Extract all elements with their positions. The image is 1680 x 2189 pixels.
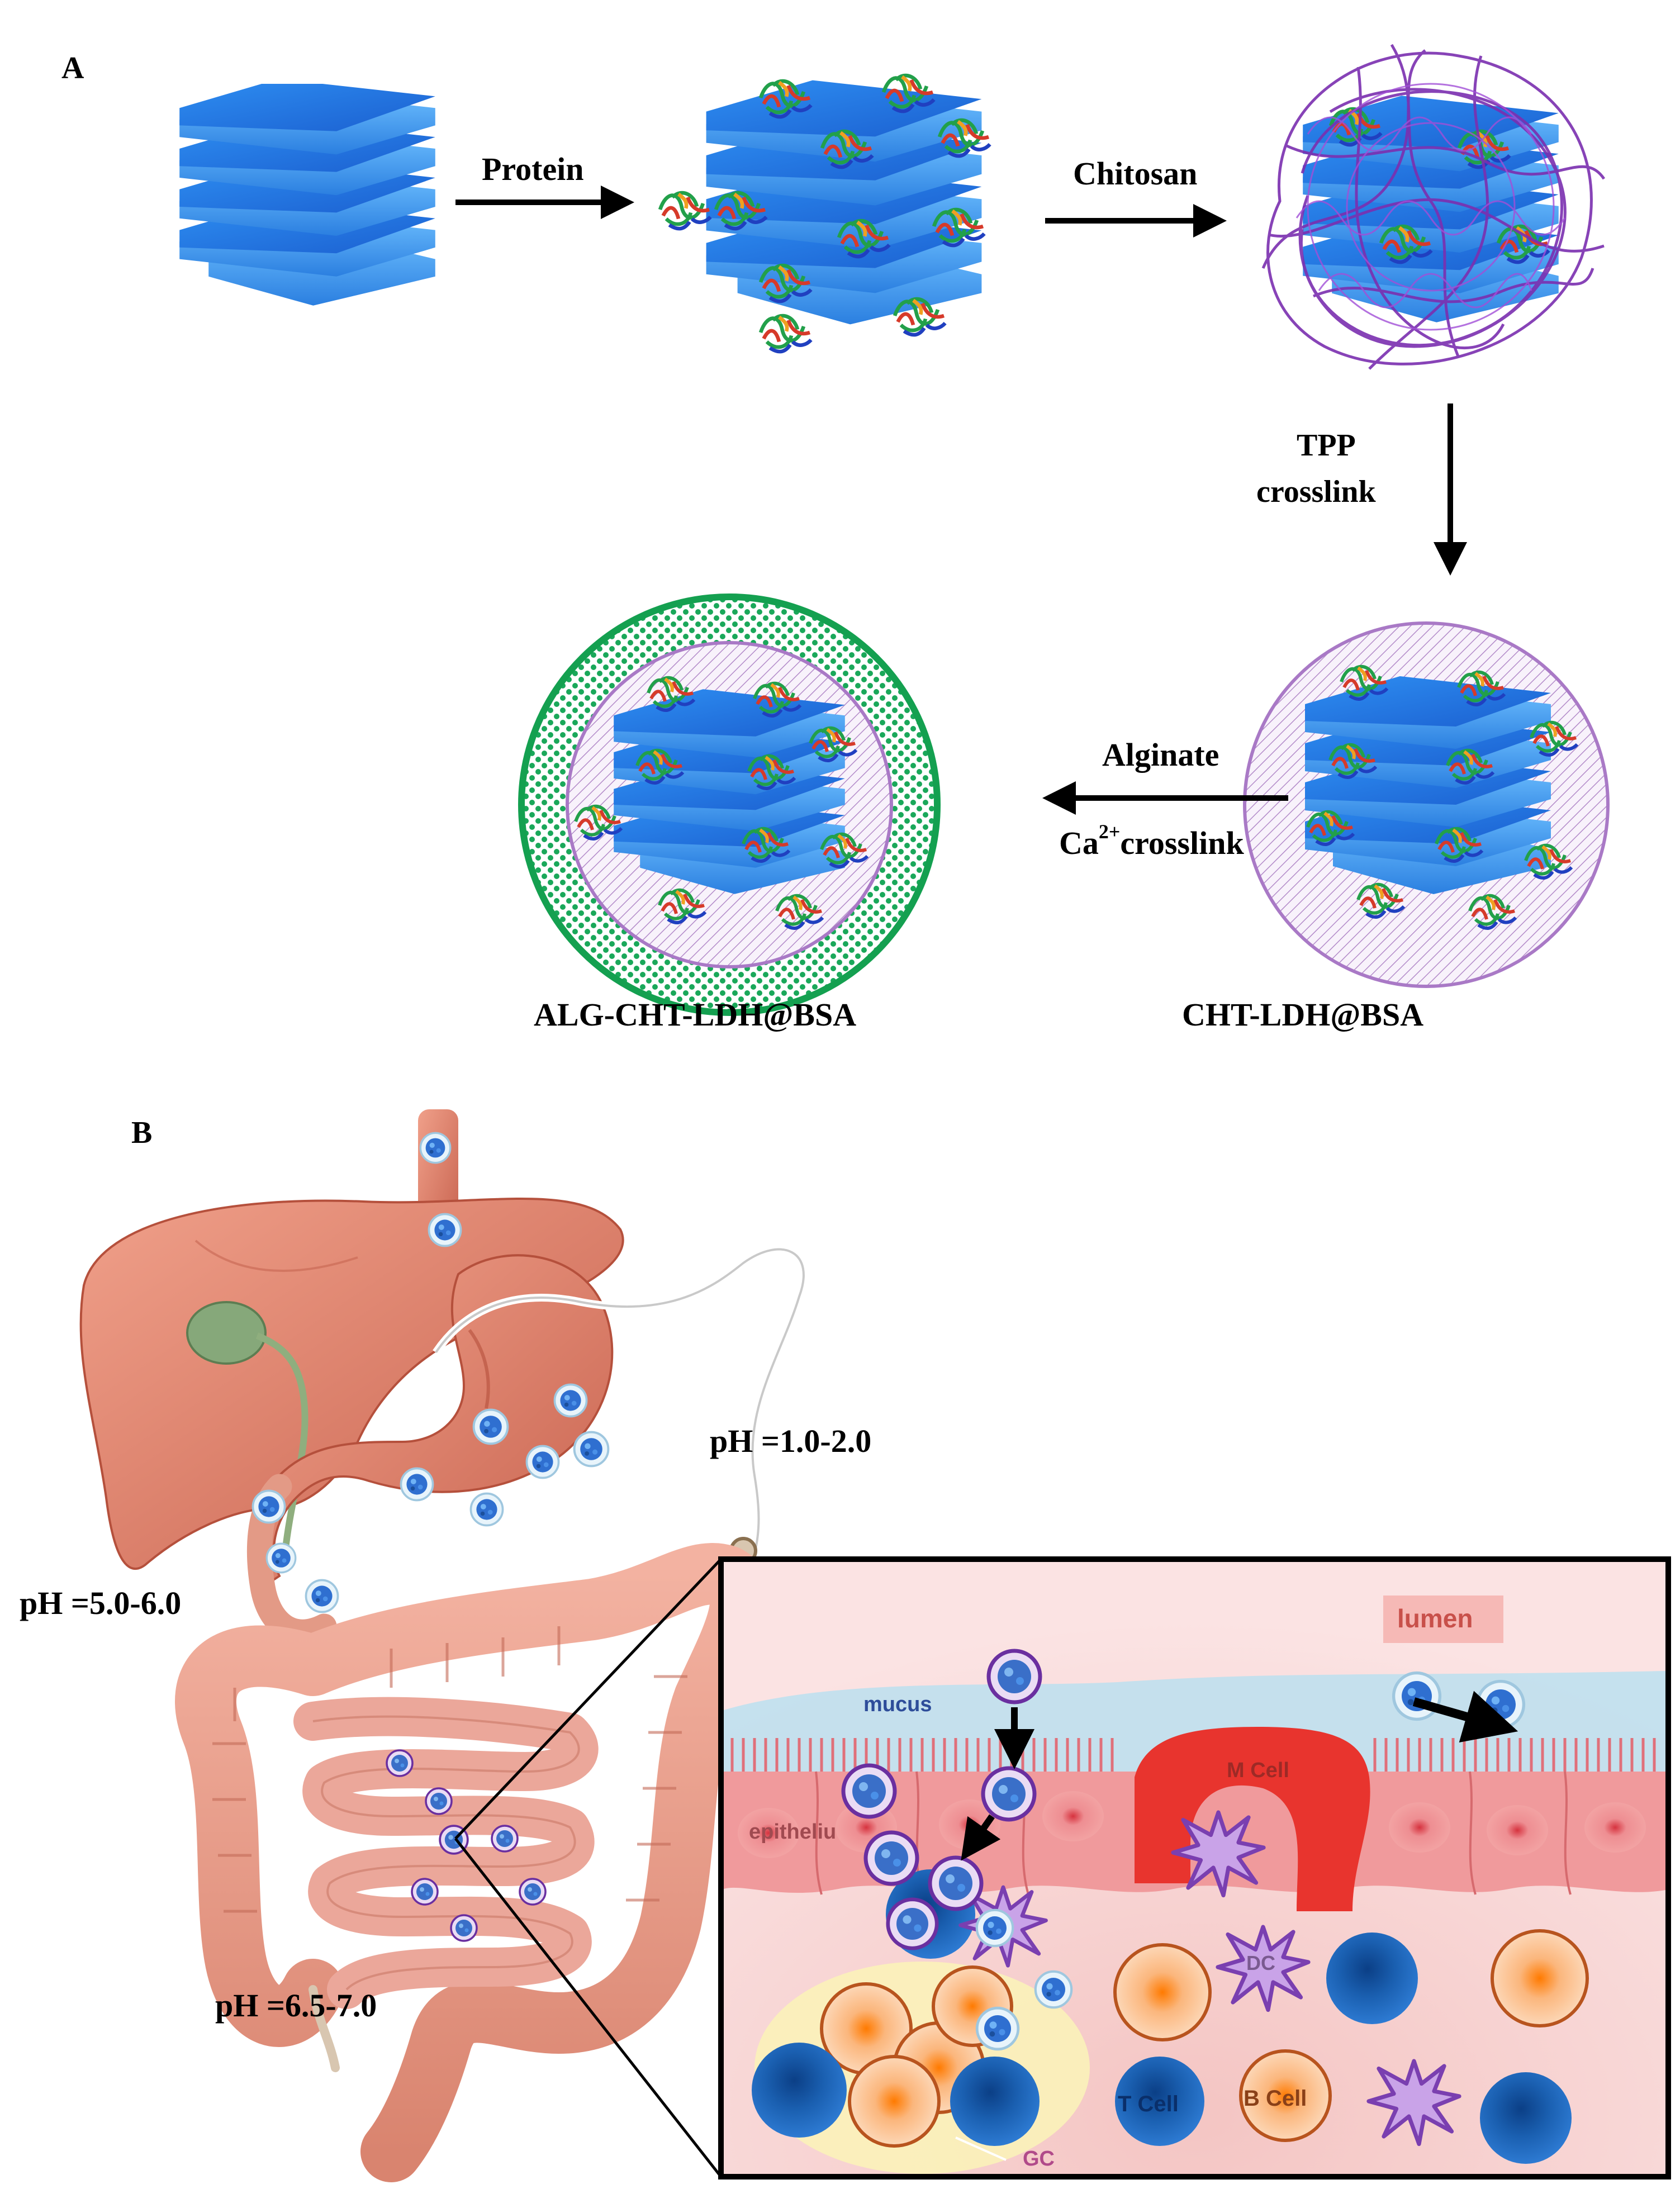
stomach bbox=[252, 1254, 614, 1589]
zoom-inset: lumen mucus M Cell epitheliu DC T Cell B… bbox=[718, 1556, 1671, 2179]
alg-cht-ldh-bsa-particle bbox=[518, 593, 941, 1016]
panel-b-label: B bbox=[131, 1115, 152, 1150]
ph-label-intestine: pH =6.5-7.0 bbox=[215, 1987, 377, 2024]
product-label-cht-ldh-bsa: CHT-LDH@BSA bbox=[1182, 996, 1423, 1033]
b-cells bbox=[820, 1929, 1589, 2148]
panel-a-label: A bbox=[61, 51, 84, 86]
ph-label-stomach: pH =1.0-2.0 bbox=[710, 1423, 871, 1459]
m-cell bbox=[1135, 1727, 1370, 1911]
ca-suffix: crosslink bbox=[1120, 825, 1244, 861]
zoom-connector bbox=[454, 1558, 722, 2178]
epithelium-label: epitheliu bbox=[749, 1820, 836, 1844]
lumen-label-box bbox=[1383, 1596, 1503, 1643]
large-intestine bbox=[175, 1543, 772, 2182]
ldh-stack-with-protein bbox=[660, 75, 990, 352]
ca-prefix: Ca bbox=[1059, 825, 1099, 861]
t-cell-label: T Cell bbox=[1118, 2092, 1179, 2116]
t-cells bbox=[752, 1869, 1572, 2164]
small-intestine bbox=[293, 1697, 599, 2009]
step-label-tpp: TPP bbox=[1297, 428, 1356, 463]
step-label-protein: Protein bbox=[482, 151, 584, 187]
step-label-chitosan: Chitosan bbox=[1073, 155, 1197, 192]
gc-pointer bbox=[955, 2136, 1007, 2161]
gallbladder bbox=[186, 1301, 309, 1554]
lumen-label: lumen bbox=[1397, 1604, 1473, 1633]
chitosan-coated-particle bbox=[1261, 44, 1606, 370]
product-label-alg-cht-ldh-bsa: ALG-CHT-LDH@BSA bbox=[534, 996, 856, 1033]
dc-label: DC bbox=[1246, 1951, 1275, 1974]
ca-superscript: 2+ bbox=[1099, 820, 1121, 843]
b-cell-label: B Cell bbox=[1244, 2086, 1307, 2111]
ph-label-duodenum: pH =5.0-6.0 bbox=[20, 1585, 181, 1621]
mucus-label: mucus bbox=[863, 1693, 932, 1716]
cht-ldh-bsa-particle bbox=[1243, 621, 1610, 988]
step-label-ca-crosslink: Ca2+crosslink bbox=[1059, 820, 1244, 861]
m-cell-label: M Cell bbox=[1227, 1759, 1289, 1782]
ldh-stack-bare bbox=[179, 84, 435, 306]
gc-label: GC bbox=[1023, 2147, 1055, 2171]
uptake-arrows bbox=[961, 1691, 1518, 1861]
step-label-crosslink: crosslink bbox=[1256, 474, 1377, 509]
appendix bbox=[309, 1985, 340, 2072]
step-label-alginate: Alginate bbox=[1102, 737, 1219, 773]
